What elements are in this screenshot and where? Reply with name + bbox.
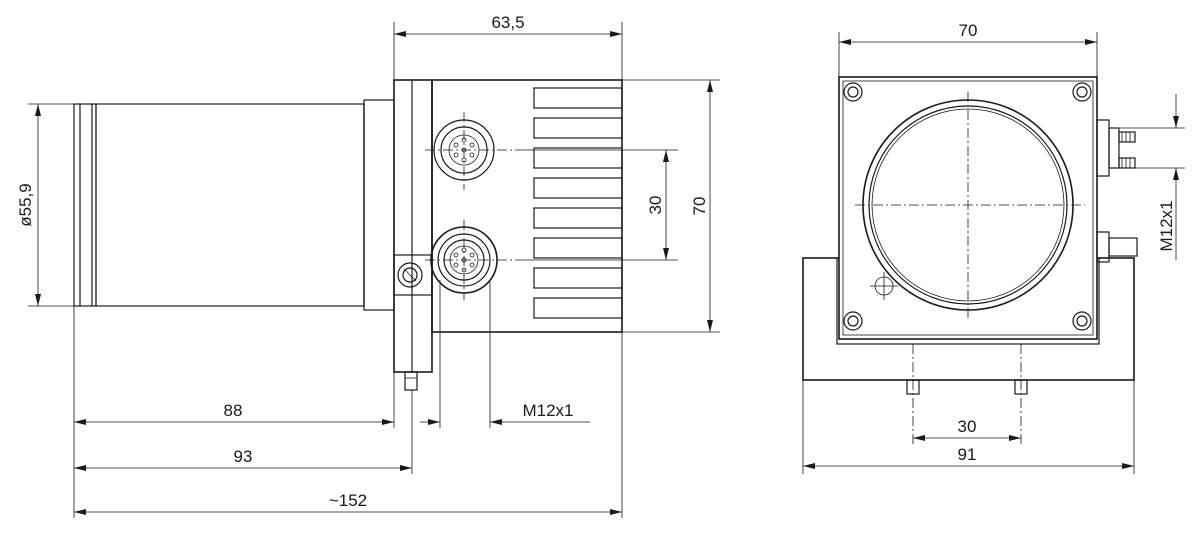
dim-diameter-label: ø55,9 <box>16 183 35 226</box>
dim-30-connectors-label: 30 <box>646 196 665 215</box>
m12-connector-top <box>425 112 520 190</box>
dim-91-label: 91 <box>958 445 977 464</box>
dim-70-front-label: 70 <box>959 21 978 40</box>
dim-m12-side: M12x1 <box>420 401 590 425</box>
dim-m12-side-label: M12x1 <box>522 401 573 420</box>
dim-93: 93 <box>74 447 412 471</box>
dim-70-front: 70 <box>838 21 1098 77</box>
dim-30-pins: 30 <box>913 417 1021 441</box>
side-view: 63,5 ø55,9 30 70 <box>16 13 720 518</box>
dim-88: 88 <box>74 401 394 425</box>
lens <box>855 92 1085 318</box>
dim-30-connectors: 30 <box>520 149 678 261</box>
dim-63-5: 63,5 <box>393 13 623 80</box>
m12-connector-bottom <box>425 220 520 300</box>
dim-152-label: ~152 <box>329 491 367 510</box>
dim-30-pins-label: 30 <box>958 417 977 436</box>
side-connectors <box>1096 119 1138 263</box>
dim-70-height: 70 <box>622 79 720 333</box>
dim-88-label: 88 <box>224 401 243 420</box>
electronics-body <box>431 79 623 333</box>
dim-m12-front-label: M12x1 <box>1157 200 1176 251</box>
dim-63-5-label: 63,5 <box>491 13 524 32</box>
dim-diameter: ø55,9 <box>16 103 74 307</box>
dim-91: 91 <box>802 380 1135 474</box>
lens-cylinder <box>73 99 395 311</box>
front-view: 70 M12x1 30 91 <box>802 21 1185 474</box>
dim-93-label: 93 <box>234 447 253 466</box>
dim-152: ~152 <box>74 491 622 515</box>
corner-screws <box>843 82 1092 331</box>
dim-m12-front: M12x1 <box>1120 94 1185 260</box>
mounting-flange <box>393 79 433 391</box>
dim-70-height-label: 70 <box>690 197 709 216</box>
